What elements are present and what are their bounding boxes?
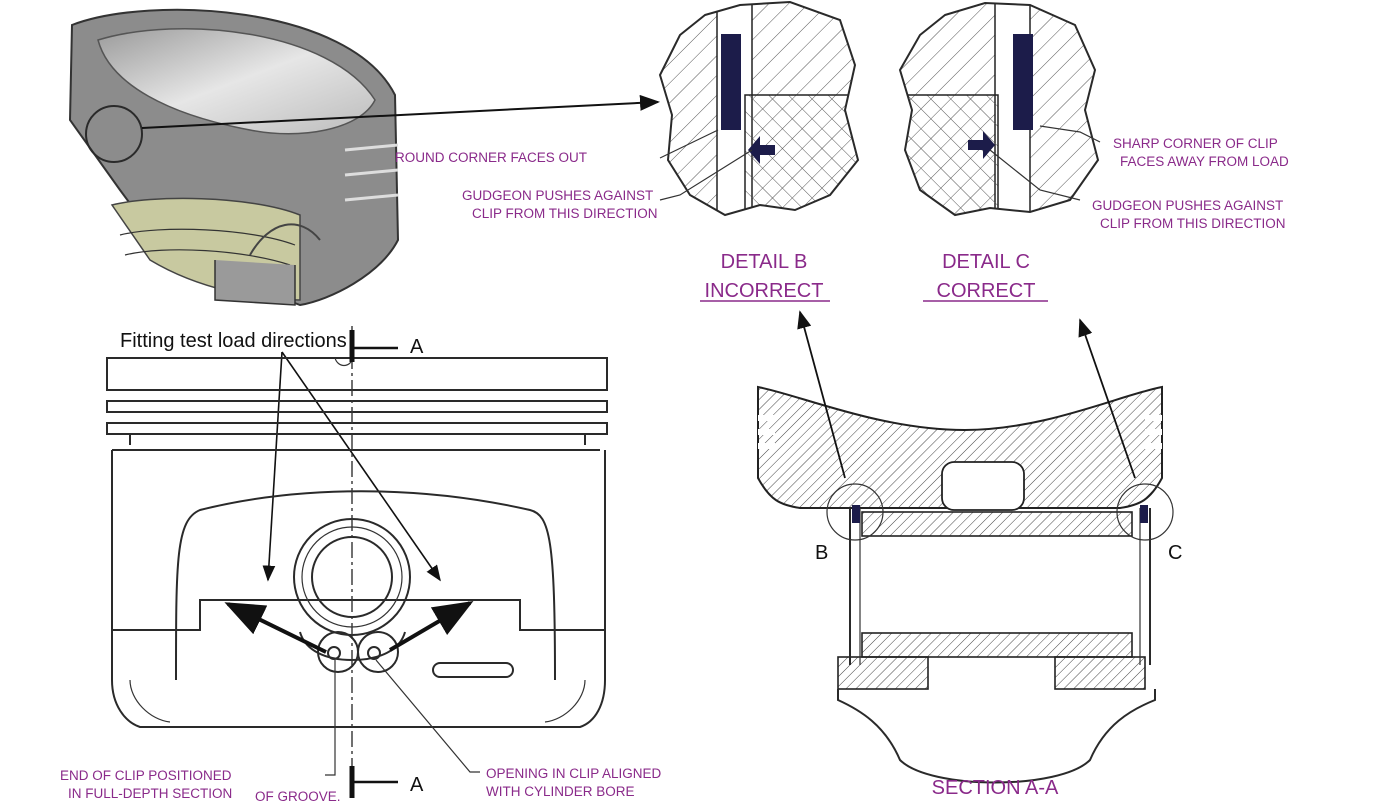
callout-arrow-3d [141, 94, 660, 129]
detail-b-note-push-1: GUDGEON PUSHES AGAINST [462, 188, 653, 203]
detail-c-view [898, 1, 1100, 217]
fitting-test-label: Fitting test load directions [120, 330, 347, 352]
detail-c-note-corner-1: SHARP CORNER OF CLIP [1113, 136, 1278, 151]
section-a-a-title: SECTION A-A [932, 777, 1059, 799]
section-c-label: C [1168, 542, 1182, 564]
detail-b-note-corner: ROUND CORNER FACES OUT [395, 150, 587, 165]
detail-c-title: DETAIL C [942, 251, 1030, 273]
piston-front-view [106, 326, 608, 778]
clip-end-note-2: IN FULL-DEPTH SECTION [68, 786, 232, 801]
detail-b-notes: ROUND CORNER FACES OUT GUDGEON PUSHES AG… [395, 129, 830, 302]
detail-c-note-corner-2: FACES AWAY FROM LOAD [1120, 154, 1289, 169]
load-arrow-left [224, 602, 327, 654]
detail-b-callout-circle-3d [85, 105, 143, 163]
section-marker-bottom: A [349, 766, 424, 798]
detail-c-note-push-1: GUDGEON PUSHES AGAINST [1092, 198, 1283, 213]
detail-c-callout-circle [1116, 483, 1174, 541]
detail-b-callout-circle [826, 483, 884, 541]
front-view-notes: END OF CLIP POSITIONED IN FULL-DEPTH SEC… [60, 659, 662, 803]
detail-b-title: DETAIL B [721, 251, 808, 273]
piston-3d-cutaway [68, 8, 400, 307]
section-marker-top-label: A [410, 336, 424, 358]
load-arrow-right [388, 600, 474, 652]
detail-b-note-push-2: CLIP FROM THIS DIRECTION [472, 206, 658, 221]
clip-end-note-1: END OF CLIP POSITIONED [60, 768, 232, 783]
clip-end-note-3: OF GROOVE. [255, 789, 341, 803]
detail-c-arrow [1078, 318, 1136, 479]
detail-b-arrow [797, 310, 846, 479]
opening-note-1: OPENING IN CLIP ALIGNED [486, 766, 662, 781]
fitting-label-arrow-right [281, 351, 441, 582]
clip-callout-circle-right [357, 631, 399, 673]
section-marker-bottom-label: A [410, 774, 424, 796]
section-b-label: B [815, 542, 828, 564]
detail-b-status: INCORRECT [705, 280, 824, 302]
detail-c-status: CORRECT [937, 280, 1036, 302]
section-a-a-view [757, 385, 1163, 784]
section-marker-top: A [349, 330, 424, 362]
detail-c-note-push-2: CLIP FROM THIS DIRECTION [1100, 216, 1286, 231]
detail-b-view [658, 0, 860, 217]
fitting-label-arrow-left [262, 351, 283, 582]
opening-note-2: WITH CYLINDER BORE [486, 784, 635, 799]
detail-c-notes: SHARP CORNER OF CLIP FACES AWAY FROM LOA… [923, 125, 1289, 302]
